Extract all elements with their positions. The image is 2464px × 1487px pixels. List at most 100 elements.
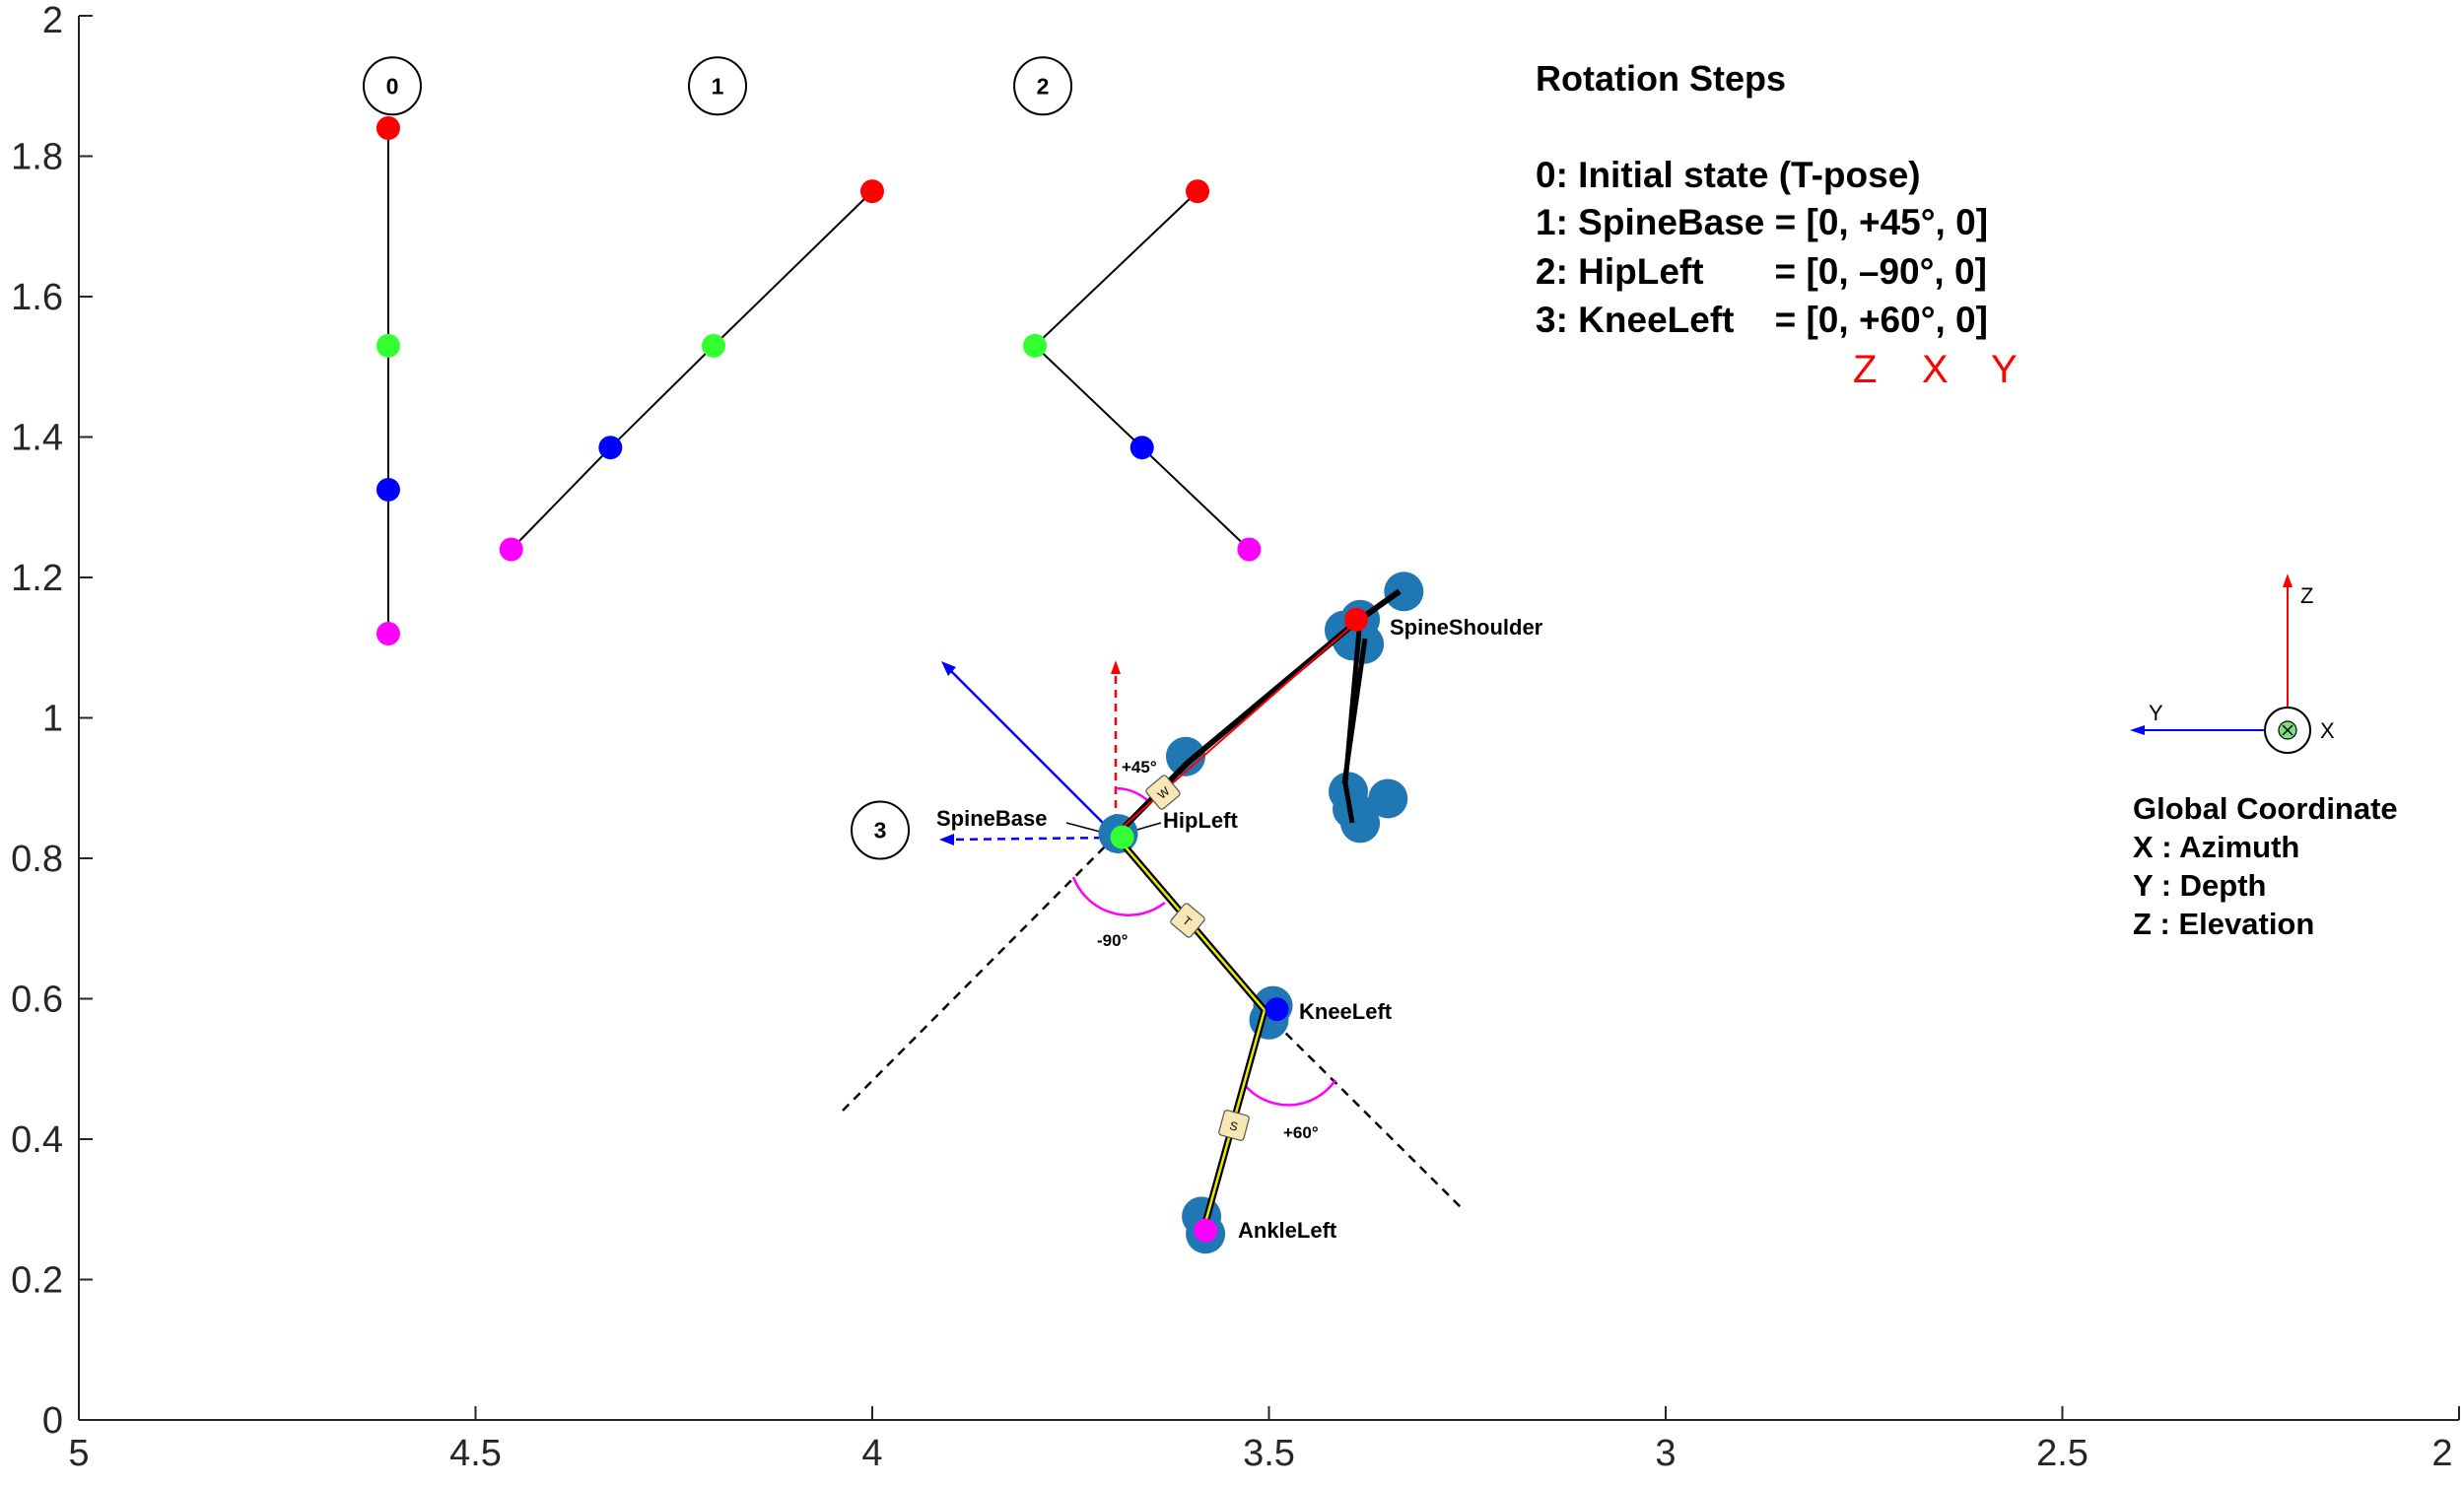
step-0-joint-0 <box>376 116 400 140</box>
y-tick-label-7: 1.4 <box>11 418 63 459</box>
step-1-joint-3 <box>499 537 523 562</box>
global-y-label: Y <box>2149 701 2163 725</box>
step-1-chain-line <box>511 190 873 551</box>
step-2-joint-1 <box>1023 333 1048 358</box>
step-marker-1-label: 1 <box>712 73 724 99</box>
step-2-joint-2 <box>1129 436 1154 460</box>
skeleton-bones <box>1113 588 1402 1231</box>
global-y-arrowhead <box>2130 725 2145 735</box>
rotated-blue-arrowhead <box>941 661 956 676</box>
notes-line-3: 3: KneeLeft = [0, +60°, 0] <box>1536 300 1988 340</box>
segment-tag-s-label: S <box>1228 1118 1239 1134</box>
step-0-joint-3 <box>376 622 400 645</box>
y-tick-label-9: 1.8 <box>11 137 63 178</box>
local-z-arrowhead <box>1111 660 1121 674</box>
skeleton-joint-3 <box>1194 1218 1218 1243</box>
global-x-label: X <box>2320 718 2335 743</box>
local-y-dashed-arrow <box>948 836 1117 842</box>
notes-line-0: 0: Initial state (T-pose) <box>1536 155 1921 195</box>
global-x-cross-b <box>2282 724 2293 736</box>
axis-order-x: X <box>1922 348 1949 391</box>
segment-tag-s: S <box>1218 1110 1250 1141</box>
step-2-chain-line <box>1033 190 1251 551</box>
joint-label-ankle-left: AnkleLeft <box>1238 1218 1337 1243</box>
joint-label-knee-left: KneeLeft <box>1299 999 1393 1024</box>
leg-yellow-highlight <box>1115 835 1266 1231</box>
step-marker-1-circle <box>688 56 748 116</box>
knee-dashed-guide <box>1263 1010 1463 1209</box>
rotated-blue-arrow <box>947 667 1117 837</box>
rotation-steps-notes: Rotation Steps 0: Initial state (T-pose)… <box>1536 58 2018 391</box>
step-marker-3-label: 3 <box>874 818 887 844</box>
leg-bone <box>1113 833 1268 1231</box>
y-tick-label-6: 1.2 <box>11 558 63 599</box>
y-tick-label-2: 0.4 <box>11 1119 63 1161</box>
segment-tag-t: T <box>1170 903 1205 938</box>
y-tick-label-3: 0.6 <box>11 980 63 1021</box>
angle-label-hip-down: -90° <box>1097 931 1129 950</box>
body-blob-10 <box>1368 778 1408 819</box>
skeleton-step-3: W T S SpineShoulder SpineBase HipLeft Kn… <box>842 572 1543 1254</box>
step-1-joint-2 <box>598 436 623 460</box>
x-axis-ticks: 5 4.5 4 3.5 3 2.5 2 <box>68 1406 2460 1474</box>
body-blob-12 <box>1340 803 1381 844</box>
segment-tags: W T S <box>1145 775 1250 1141</box>
x-tick-label-3: 3.5 <box>1243 1433 1295 1474</box>
skeleton-joint-1 <box>1110 825 1134 849</box>
step-marker-0-label: 0 <box>386 73 399 99</box>
knee-angle-arc <box>1243 1079 1337 1107</box>
step-marker-0-circle <box>362 56 422 116</box>
x-tick-label-4: 3 <box>1655 1433 1676 1474</box>
joint-label-spine-base: SpineBase <box>936 806 1048 831</box>
notes-line-1: 1: SpineBase = [0, +45°, 0] <box>1536 202 1988 242</box>
global-z-label: Z <box>2300 583 2313 608</box>
step-2-joint-3 <box>1237 537 1262 562</box>
hip-up-angle-arc <box>1115 786 1150 803</box>
step-2-joint-0 <box>1186 179 1210 204</box>
y-tick-label-4: 0.8 <box>11 839 63 880</box>
step-0-joint-2 <box>376 477 400 502</box>
axis-order-y: Y <box>1991 348 2018 391</box>
global-coordinate-line-x: X : Azimuth <box>2133 830 2299 864</box>
angle-label-hip-up: +45° <box>1122 758 1157 777</box>
y-axis-ticks: 0 0.2 0.4 0.6 0.8 1 1.2 1.4 1.6 1.8 2 <box>11 0 93 1442</box>
x-tick-label-1: 4.5 <box>449 1433 502 1474</box>
y-tick-label-0: 0 <box>42 1400 63 1442</box>
segment-tag-w: W <box>1145 775 1181 810</box>
axes-frame <box>78 16 2459 1421</box>
rotation-step-chains <box>376 116 1262 645</box>
hip-down-angle-arc <box>1071 876 1166 916</box>
step-marker-2-label: 2 <box>1037 73 1050 99</box>
notes-title: Rotation Steps <box>1536 58 1786 99</box>
skeleton-labels: SpineShoulder SpineBase HipLeft KneeLeft… <box>936 615 1543 1243</box>
step-1-joint-0 <box>860 179 884 204</box>
global-coordinate-line-z: Z : Elevation <box>2133 907 2314 941</box>
global-coordinate-legend: Z Y X Global Coordinate X : Azimuth Y : … <box>2130 574 2398 941</box>
joint-label-spine-shoulder: SpineShoulder <box>1390 615 1543 640</box>
global-coordinate-title: Global Coordinate <box>2133 791 2398 826</box>
spine-base-pointer <box>1065 822 1105 834</box>
body-blob-5 <box>1165 736 1205 777</box>
y-tick-label-8: 1.6 <box>11 277 63 318</box>
step-0-joint-1 <box>376 333 400 358</box>
step-markers: 0 1 2 3 <box>362 56 1073 860</box>
x-tick-label-0: 5 <box>68 1433 89 1474</box>
step-marker-3-circle <box>851 800 911 860</box>
skeleton-guides <box>842 660 1463 1209</box>
y-tick-label-5: 1 <box>42 699 63 740</box>
axis-order-z: Z <box>1853 348 1877 391</box>
hip-dashed-guide <box>842 835 1117 1112</box>
local-y-arrowhead <box>939 834 954 845</box>
global-coordinate-line-y: Y : Depth <box>2133 868 2267 903</box>
arm-bone-b <box>1341 638 1368 784</box>
y-tick-label-10: 2 <box>42 0 63 41</box>
skeleton-joint-0 <box>1344 607 1369 632</box>
x-tick-label-6: 2 <box>2431 1433 2452 1474</box>
angle-label-knee: +60° <box>1283 1123 1319 1142</box>
x-tick-label-2: 4 <box>861 1433 882 1474</box>
global-z-arrowhead <box>2283 574 2293 587</box>
x-tick-label-5: 2.5 <box>2036 1433 2088 1474</box>
y-tick-label-1: 0.2 <box>11 1260 63 1302</box>
joint-label-hip-left: HipLeft <box>1163 808 1238 833</box>
